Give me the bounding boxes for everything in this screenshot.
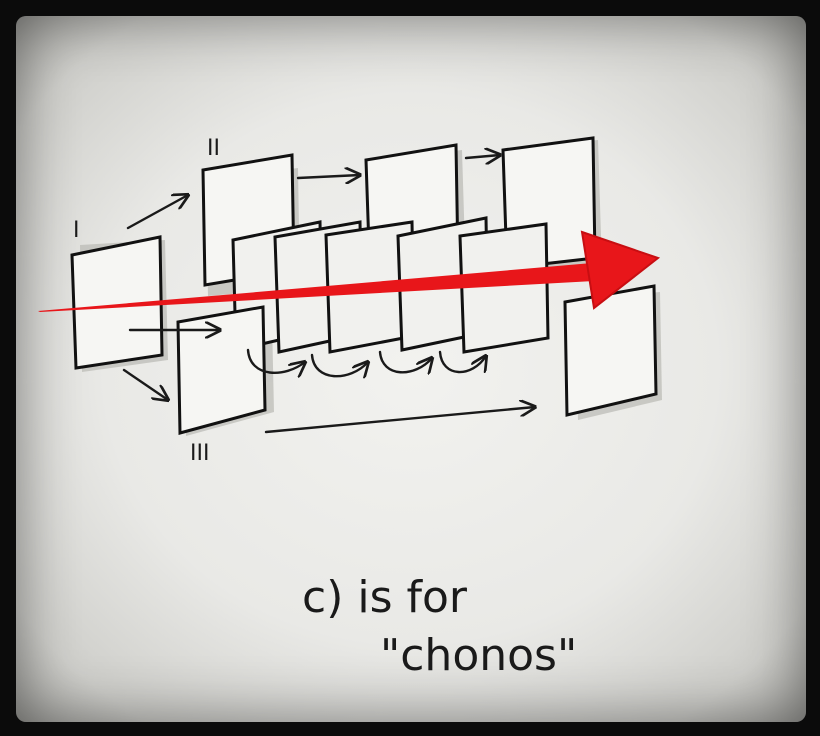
sketch-photo: I II III c) is for "chonos"	[16, 16, 806, 722]
arrow-3a-to-3b	[264, 407, 535, 434]
curl-arrow-2	[310, 353, 368, 376]
arrow-1-to-2	[126, 195, 188, 230]
label-group-2: II	[207, 136, 220, 161]
frame-mid-5	[458, 222, 550, 354]
caption-line-2: "chonos"	[380, 630, 577, 681]
sketch-diagram: I II III c) is for "chonos"	[38, 136, 662, 681]
curl-arrow-1	[246, 348, 305, 373]
curl-arrow-3	[378, 350, 432, 372]
arrow-2b-to-2c	[464, 155, 500, 158]
label-group-1: I	[73, 218, 80, 243]
flow-arrows	[122, 155, 535, 434]
label-group-3: III	[190, 441, 209, 466]
frame-3a	[176, 305, 267, 435]
arrow-1-to-3	[122, 368, 168, 400]
frame-3b	[563, 284, 658, 417]
arrow-2a-to-2b	[296, 175, 360, 178]
caption-line-1: c) is for	[302, 572, 468, 623]
frame-1	[70, 235, 164, 370]
curl-arrow-4	[438, 350, 486, 372]
time-arrow	[38, 230, 661, 312]
